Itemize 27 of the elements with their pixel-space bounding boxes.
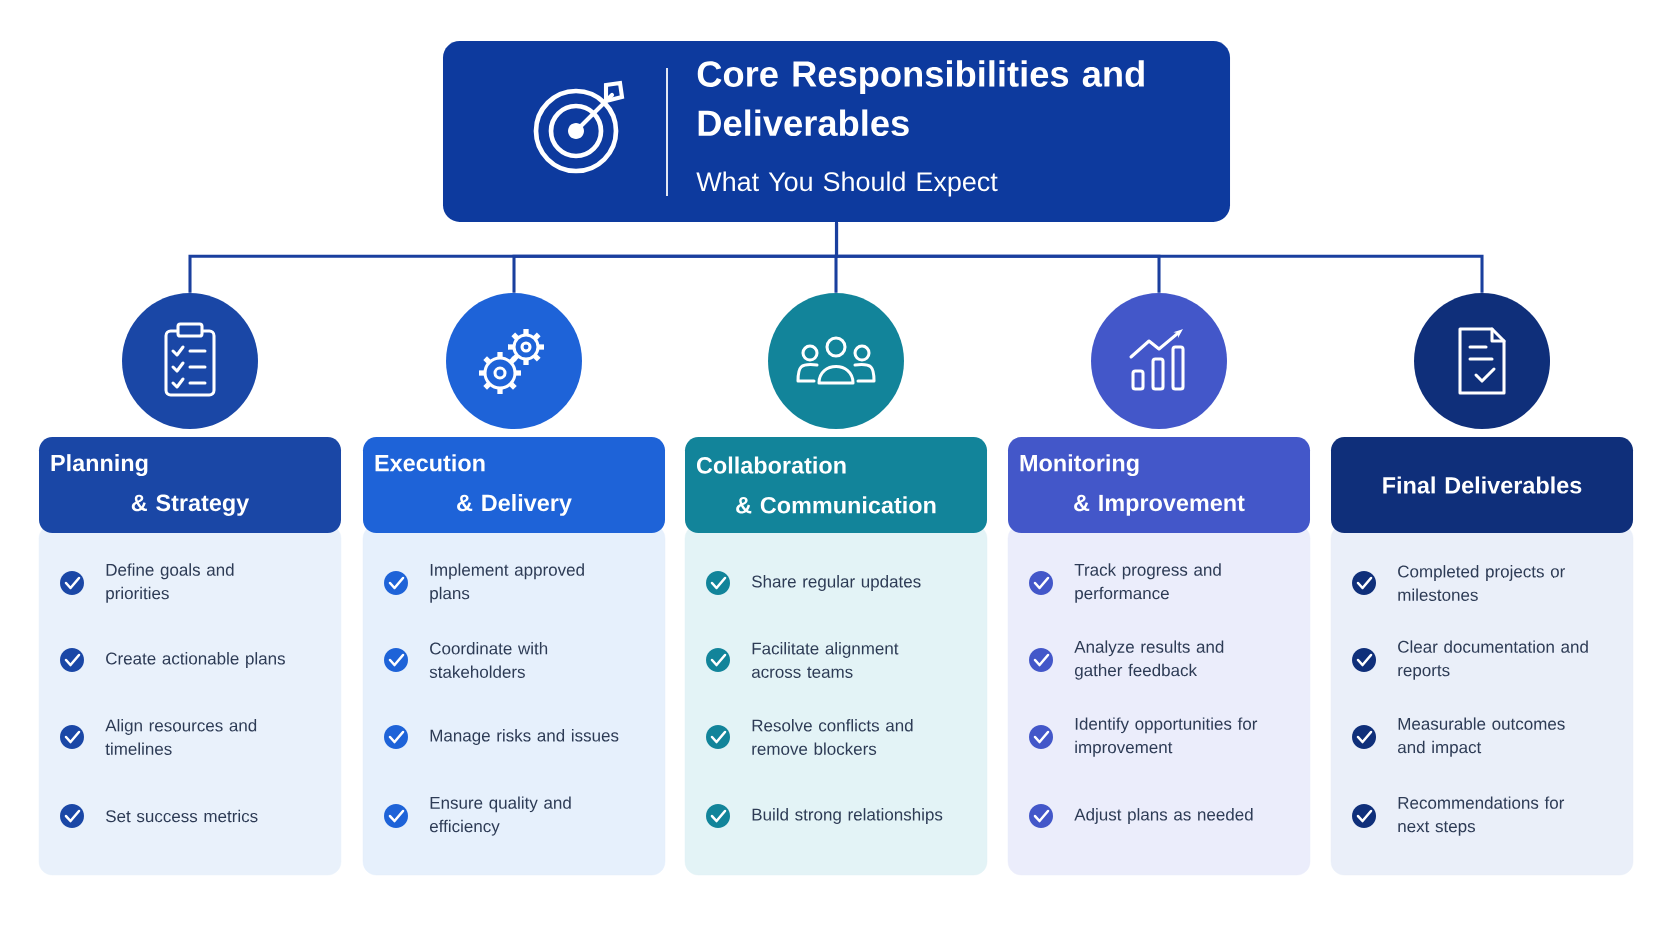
list-item: Manage risks and issues — [430, 729, 619, 745]
list-item: Build strong relationships — [752, 808, 943, 824]
list-item: Align resources and timelines — [105, 719, 257, 755]
header-box: Collaboration & Communication — [685, 437, 987, 533]
list-item: Recommendations for next steps — [1398, 796, 1565, 836]
title-box: Core Responsibilities and Deliverables What You Should Expect — [443, 41, 1231, 222]
list-item: Track progress and performance — [1074, 563, 1221, 603]
header-box: Final Deliverables — [1331, 437, 1633, 533]
header-box: Planning & Strategy — [39, 437, 341, 533]
list-item: Resolve conflicts and remove blockers — [752, 719, 913, 755]
list-item: Adjust plans as needed — [1074, 808, 1253, 824]
list-item: Implement approved plans — [430, 563, 584, 603]
list-item: Share regular updates — [752, 575, 921, 591]
list-item: Define goals and priorities — [106, 563, 234, 603]
list-item: Facilitate alignment across teams — [751, 642, 899, 678]
header-box: Execution & Delivery — [363, 437, 665, 533]
header-box: Monitoring & Improvement — [1008, 437, 1310, 533]
list-item: Ensure quality and efficiency — [429, 796, 571, 836]
list-item: Identify opportunities for improvement — [1075, 717, 1258, 757]
connector-line — [835, 222, 1484, 293]
list-item: Completed projects or milestones — [1398, 565, 1565, 601]
list-item: Set success metrics — [106, 809, 258, 823]
list-item: Analyze results and gather feedback — [1074, 640, 1224, 680]
list-item: Coordinate with stakeholders — [429, 642, 548, 678]
list-item: Measurable outcomes and impact — [1397, 717, 1565, 757]
list-item: Clear documentation and reports — [1398, 640, 1588, 680]
list-item: Create actionable plans — [106, 652, 285, 668]
